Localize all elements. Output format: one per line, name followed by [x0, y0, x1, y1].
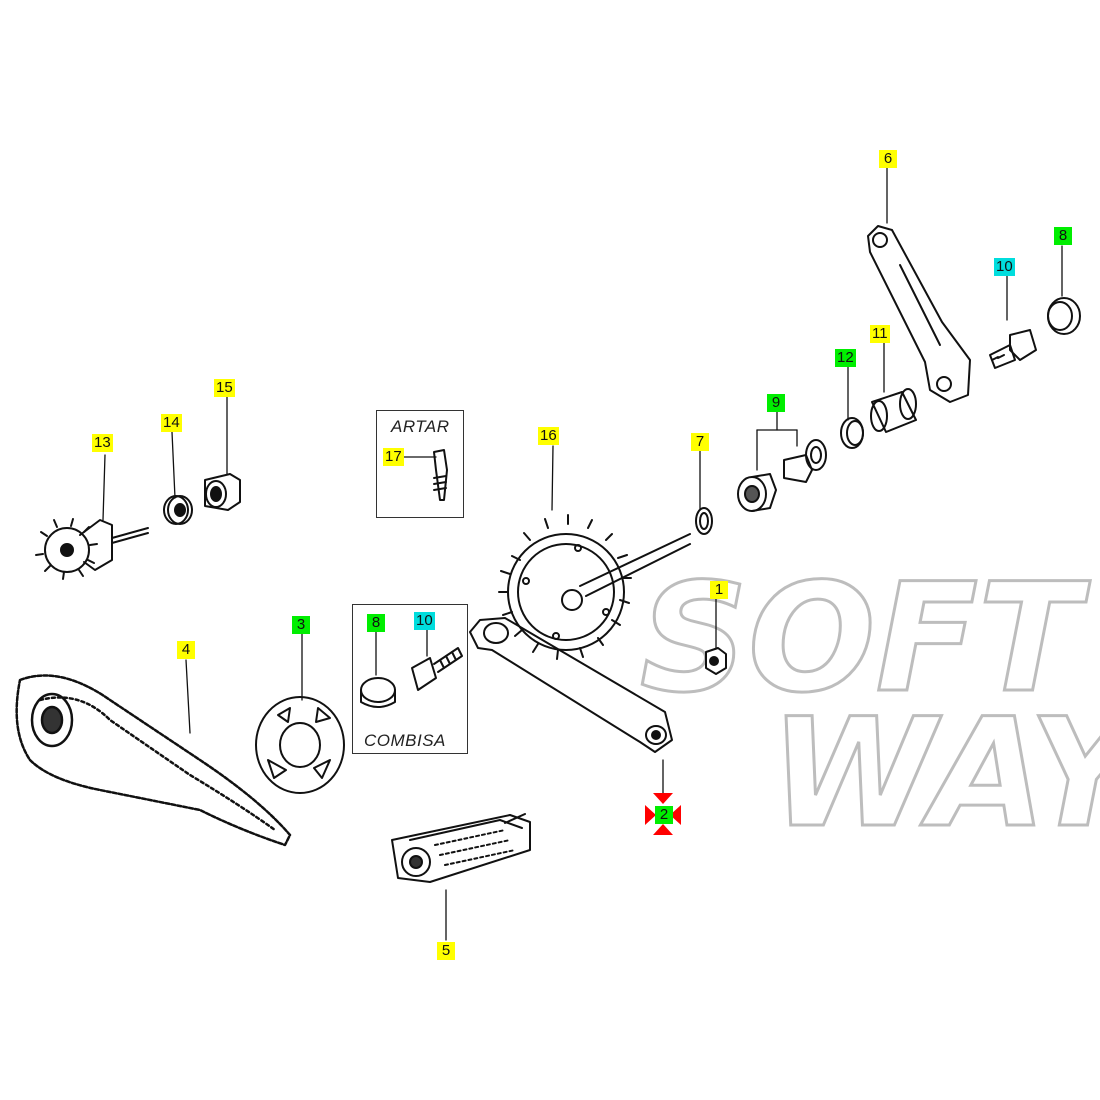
callout-5[interactable]: 5 — [437, 942, 455, 960]
callout-17[interactable]: 17 — [383, 448, 404, 466]
washer-14[interactable] — [163, 495, 193, 525]
chainring[interactable] — [498, 514, 691, 660]
callout-8-right[interactable]: 8 — [1054, 227, 1072, 245]
selection-marker — [645, 793, 681, 835]
callout-14[interactable]: 14 — [161, 414, 182, 432]
bolt-10[interactable] — [989, 329, 1037, 369]
bearing-cup-9a[interactable] — [737, 473, 777, 512]
ring-12[interactable] — [840, 417, 864, 449]
callout-12[interactable]: 12 — [835, 349, 856, 367]
watermark-line1: SOFT — [640, 552, 1091, 726]
callout-3[interactable]: 3 — [292, 616, 310, 634]
combisa-bolt[interactable] — [411, 647, 463, 691]
watermark-line2: WAY — [770, 687, 1100, 861]
callout-6[interactable]: 6 — [879, 150, 897, 168]
nut-15[interactable] — [204, 473, 241, 511]
washer-7[interactable] — [695, 507, 713, 535]
callout-16[interactable]: 16 — [538, 427, 559, 445]
callout-1[interactable]: 1 — [710, 581, 728, 599]
watermark: SOFT WAY — [639, 551, 1100, 863]
callout-11[interactable]: 11 — [870, 325, 890, 343]
leader-lines — [102, 167, 1063, 941]
callout-9[interactable]: 9 — [767, 394, 785, 412]
callout-10-right[interactable]: 10 — [994, 258, 1015, 276]
callout-4[interactable]: 4 — [177, 641, 195, 659]
callout-7[interactable]: 7 — [691, 433, 709, 451]
cap-8[interactable] — [1047, 297, 1081, 335]
callout-8-combisa[interactable]: 8 — [367, 614, 385, 632]
pedal[interactable] — [391, 813, 531, 883]
artar-label: ARTAR — [391, 417, 450, 436]
chain[interactable] — [15, 674, 292, 847]
rear-sprocket[interactable] — [255, 696, 345, 794]
crank-arm[interactable] — [469, 617, 673, 753]
combisa-inset: COMBISA — [352, 604, 468, 754]
combisa-cap[interactable] — [360, 677, 396, 708]
bearing-cup-9b[interactable] — [783, 439, 827, 483]
artar-inset: ARTAR — [376, 410, 464, 518]
callout-2[interactable]: 2 — [655, 806, 673, 824]
tensioner-sprocket[interactable] — [35, 518, 149, 580]
bolt-17[interactable] — [433, 449, 448, 501]
callout-10-combisa[interactable]: 10 — [414, 612, 435, 630]
combisa-label: COMBISA — [364, 731, 446, 750]
nut-1[interactable] — [705, 647, 727, 675]
bushing-11[interactable] — [870, 388, 917, 433]
callout-13[interactable]: 13 — [92, 434, 113, 452]
callout-15[interactable]: 15 — [214, 379, 235, 397]
left-crank-arm[interactable] — [867, 225, 971, 403]
